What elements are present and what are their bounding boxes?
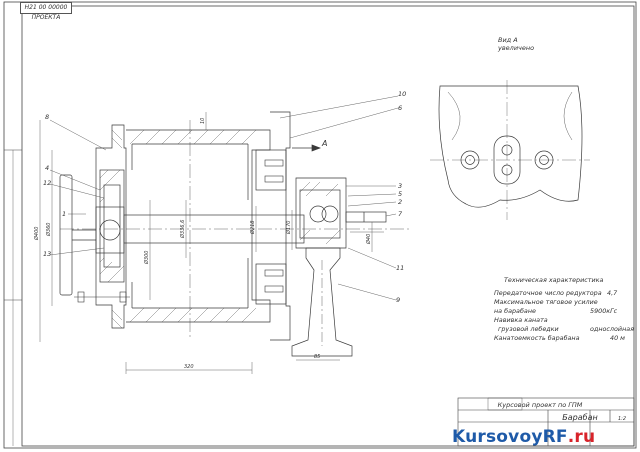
spec-value: однослойная (590, 325, 635, 333)
brand-watermark: KursovoyRF.ru (452, 424, 595, 450)
dim-len2: 85 (314, 354, 320, 360)
callout-13: 13 (43, 250, 51, 258)
dim-d2: Ø360 (45, 223, 52, 237)
callout-5: 5 (398, 190, 402, 198)
spec-row: Навивка каната (494, 316, 629, 324)
callout-8: 8 (45, 113, 49, 121)
dim-d7: Ø40 (365, 234, 372, 245)
spec-row: на барабане 5900кГс (494, 307, 629, 315)
spec-value: 40 м (610, 334, 625, 342)
title-block (457, 397, 635, 447)
arrow-a-label: А (321, 139, 327, 148)
dim-len: 320 (184, 364, 194, 370)
view-a-enlarged (430, 80, 590, 220)
spec-label: Максимальное тяговое усилие (494, 298, 598, 306)
spec-value: 4,7 (607, 289, 618, 297)
spec-label: Канатоемкость барабана (494, 334, 580, 342)
callout-7: 7 (398, 210, 403, 218)
callout-4: 4 (45, 164, 49, 172)
callout-labels: 8 4 12 1 13 10 6 3 5 2 7 11 9 А (43, 90, 406, 304)
brand-domain: .ru (567, 427, 596, 447)
brand-name: KursovoyRF (452, 427, 568, 447)
dim-d6: Ø170 (285, 221, 292, 235)
view-a-subtitle: увеличено (497, 44, 534, 52)
callout-3: 3 (398, 182, 402, 190)
sheet-scale: 1:2 (618, 416, 626, 422)
drawing-name: Барабан (562, 413, 597, 422)
spec-row: грузовой лебедки однослойная (498, 325, 635, 333)
dim-d5: Ø218 (249, 221, 256, 235)
tech-spec-heading: Техническая характеристика (504, 276, 604, 284)
callout-10: 10 (398, 90, 406, 98)
callout-2: 2 (398, 198, 402, 206)
spec-row: Канатоемкость барабана 40 м (494, 334, 629, 342)
dimension-lines (39, 112, 384, 374)
leader-lines (49, 95, 399, 301)
spec-row: Максимальное тяговое усилие (494, 298, 629, 306)
spec-label: грузовой лебедки (498, 325, 559, 333)
dim-d1: Ø400 (33, 227, 40, 241)
title-block-text: Курсовой проект по ГПМ Барабан 1:2 (498, 401, 626, 422)
spec-row: Передаточное число редуктора 4,7 (494, 289, 629, 297)
callout-11: 11 (396, 264, 404, 272)
drum-assembly (59, 111, 410, 357)
spec-label: на барабане (494, 307, 536, 315)
callout-9: 9 (396, 296, 400, 304)
callout-1: 1 (62, 210, 66, 218)
project-title: Курсовой проект по ГПМ (498, 401, 583, 409)
dim-d3: Ø300 (143, 251, 150, 265)
spec-label: Передаточное число редуктора (494, 289, 602, 297)
view-a-caption: Вид А увеличено (497, 36, 534, 52)
dim-len3: 10 (200, 118, 206, 124)
dim-d4: Ø336,6 (179, 220, 186, 239)
spec-label: Навивка каната (494, 316, 548, 324)
dimension-texts: Ø400 Ø360 Ø300 Ø336,6 Ø218 Ø170 Ø40 320 … (33, 118, 372, 370)
view-a-title: Вид А (498, 36, 518, 44)
callout-6: 6 (398, 104, 402, 112)
sheet-frame (3, 1, 637, 449)
callout-12: 12 (43, 179, 51, 187)
spec-value: 5900кГс (590, 307, 618, 315)
corner-stamp: Н21 00 00000 ПРОЕКТА (20, 2, 72, 21)
